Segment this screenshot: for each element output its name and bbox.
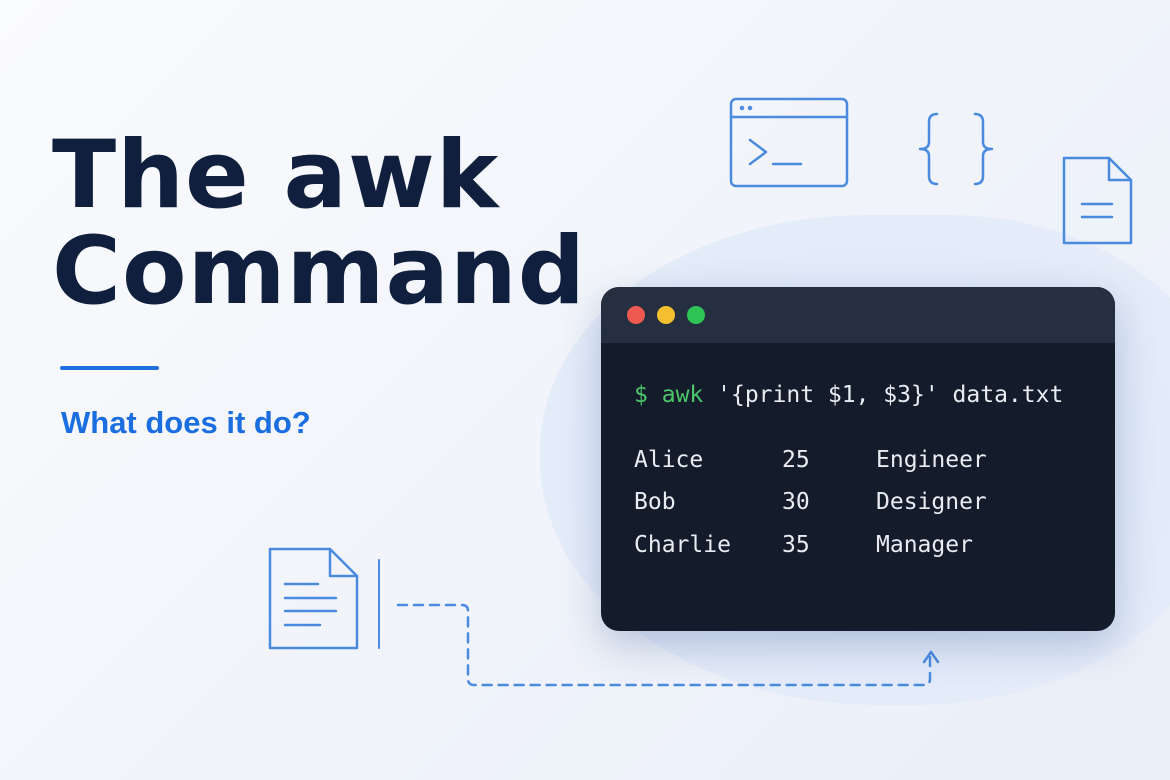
output-row-role: Manager [876, 532, 973, 558]
minimize-dot-icon [657, 306, 675, 324]
output-row-role: Engineer [876, 447, 987, 473]
terminal-window: $ awk '{print $1, $3}' data.txt Alice 25… [601, 287, 1115, 631]
dashed-arrow-icon [396, 603, 940, 687]
output-row-name: Bob [634, 489, 676, 515]
maximize-dot-icon [687, 306, 705, 324]
title-underline [60, 366, 159, 370]
output-row-age: 30 [782, 489, 810, 515]
document-icon [268, 547, 359, 650]
command: awk [661, 382, 704, 408]
output-row-age: 35 [782, 532, 810, 558]
title-line-2: Command [52, 217, 587, 326]
subtitle: What does it do? [61, 405, 311, 440]
terminal-window-icon [729, 97, 849, 188]
title-line-1: The awk [52, 121, 500, 230]
prompt: $ [634, 382, 648, 408]
page-title: The awk Command [52, 128, 586, 320]
output-row-name: Charlie [634, 532, 731, 558]
command-args: '{print $1, $3}' data.txt [717, 382, 1064, 408]
close-dot-icon [627, 306, 645, 324]
output-row-role: Designer [876, 489, 987, 515]
document-icon [1062, 156, 1133, 245]
command-line: $ awk '{print $1, $3}' data.txt [634, 382, 1063, 408]
output-row-age: 25 [782, 447, 810, 473]
curly-braces-icon [918, 112, 994, 186]
terminal-titlebar [601, 287, 1115, 343]
output-row-name: Alice [634, 447, 704, 473]
